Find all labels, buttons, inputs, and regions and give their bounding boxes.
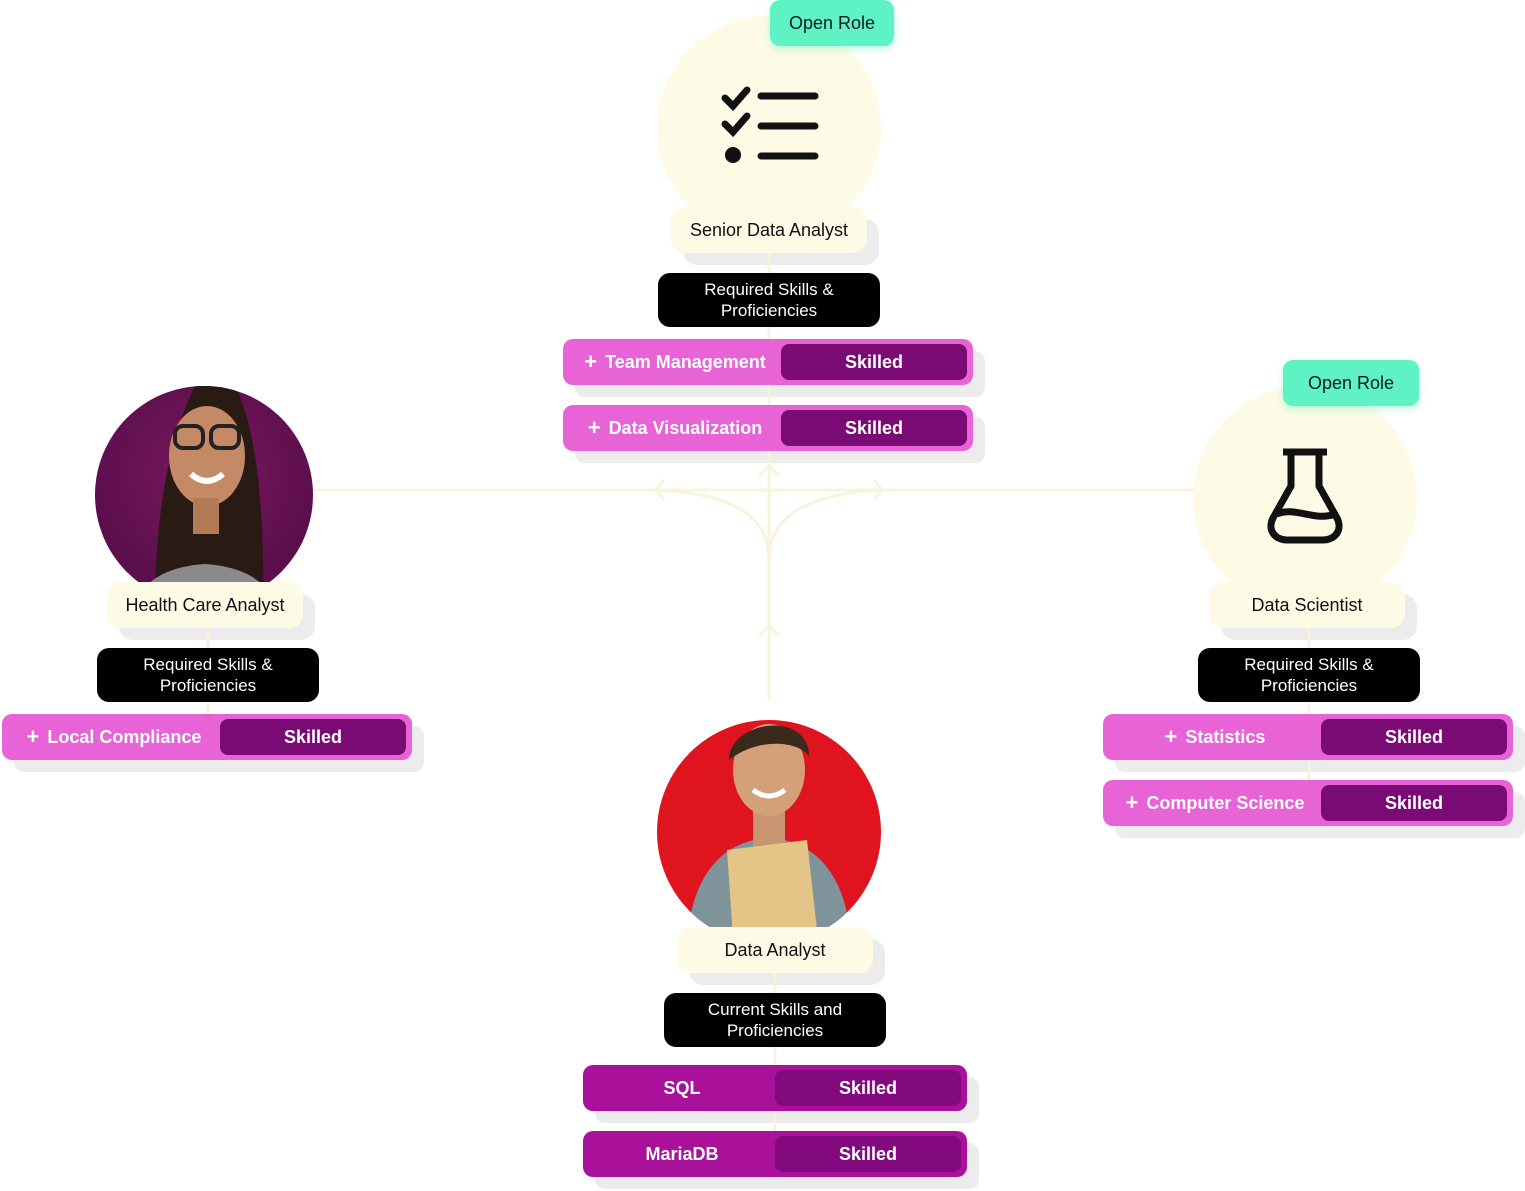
senior-open-role-badge[interactable]: Open Role [770, 0, 894, 46]
senior-role-circle [657, 16, 881, 240]
checklist-icon [721, 86, 819, 163]
scientist-role-circle [1193, 386, 1417, 610]
health-role-title: Health Care Analyst [107, 582, 315, 640]
plus-icon: + [587, 415, 601, 440]
skill-name: SQL [663, 1077, 701, 1098]
flask-icon [1267, 448, 1343, 544]
skill-row-team-management[interactable]: + Team Management Skilled [563, 339, 985, 397]
senior-role-title: Senior Data Analyst [671, 207, 879, 265]
left-branch-connector [659, 488, 771, 561]
skill-level: Skilled [1321, 785, 1507, 821]
analyst-role-title: Data Analyst [677, 927, 885, 985]
right-branch-connector [767, 488, 881, 561]
up-arrow-bottom [757, 623, 781, 638]
woman-avatar [95, 386, 313, 604]
up-arrow-top [757, 463, 781, 478]
skill-name: Statistics [1185, 726, 1266, 747]
scientist-open-role-badge[interactable]: Open Role [1283, 360, 1419, 406]
skill-level: Skilled [220, 719, 406, 755]
right-arrow [872, 479, 884, 501]
skill-name: Team Management [605, 351, 766, 372]
skill-name: Computer Science [1146, 792, 1305, 813]
skill-level: Skilled [781, 344, 967, 380]
skill-row-computer-science[interactable]: + Computer Science Skilled [1103, 780, 1525, 838]
skill-row-mariadb[interactable]: MariaDB Skilled [583, 1131, 979, 1189]
health-skills-header: Required Skills & Proficiencies [97, 648, 319, 702]
analyst-skills-header: Current Skills and Proficiencies [664, 993, 886, 1047]
scientist-skills-header: Required Skills & Proficiencies [1198, 648, 1420, 702]
skill-row-data-visualization[interactable]: + Data Visualization Skilled [563, 405, 985, 463]
plus-icon: + [584, 349, 598, 374]
plus-icon: + [1164, 724, 1178, 749]
plus-icon: + [26, 724, 40, 749]
skill-level: Skilled [775, 1070, 961, 1106]
skill-level: Skilled [1321, 719, 1507, 755]
plus-icon: + [1125, 790, 1139, 815]
skill-row-sql[interactable]: SQL Skilled [583, 1065, 979, 1123]
skill-level: Skilled [775, 1136, 961, 1172]
man-avatar [657, 720, 881, 944]
skill-name: MariaDB [645, 1143, 719, 1164]
skill-level: Skilled [781, 410, 967, 446]
skill-name: Data Visualization [608, 417, 763, 438]
skill-name: Local Compliance [47, 726, 202, 747]
scientist-role-title: Data Scientist [1209, 582, 1417, 640]
senior-skills-header: Required Skills & Proficiencies [658, 273, 880, 327]
skill-row-statistics[interactable]: + Statistics Skilled [1103, 714, 1525, 772]
left-arrow [654, 479, 666, 501]
skill-row-local-compliance[interactable]: + Local Compliance Skilled [2, 714, 424, 772]
